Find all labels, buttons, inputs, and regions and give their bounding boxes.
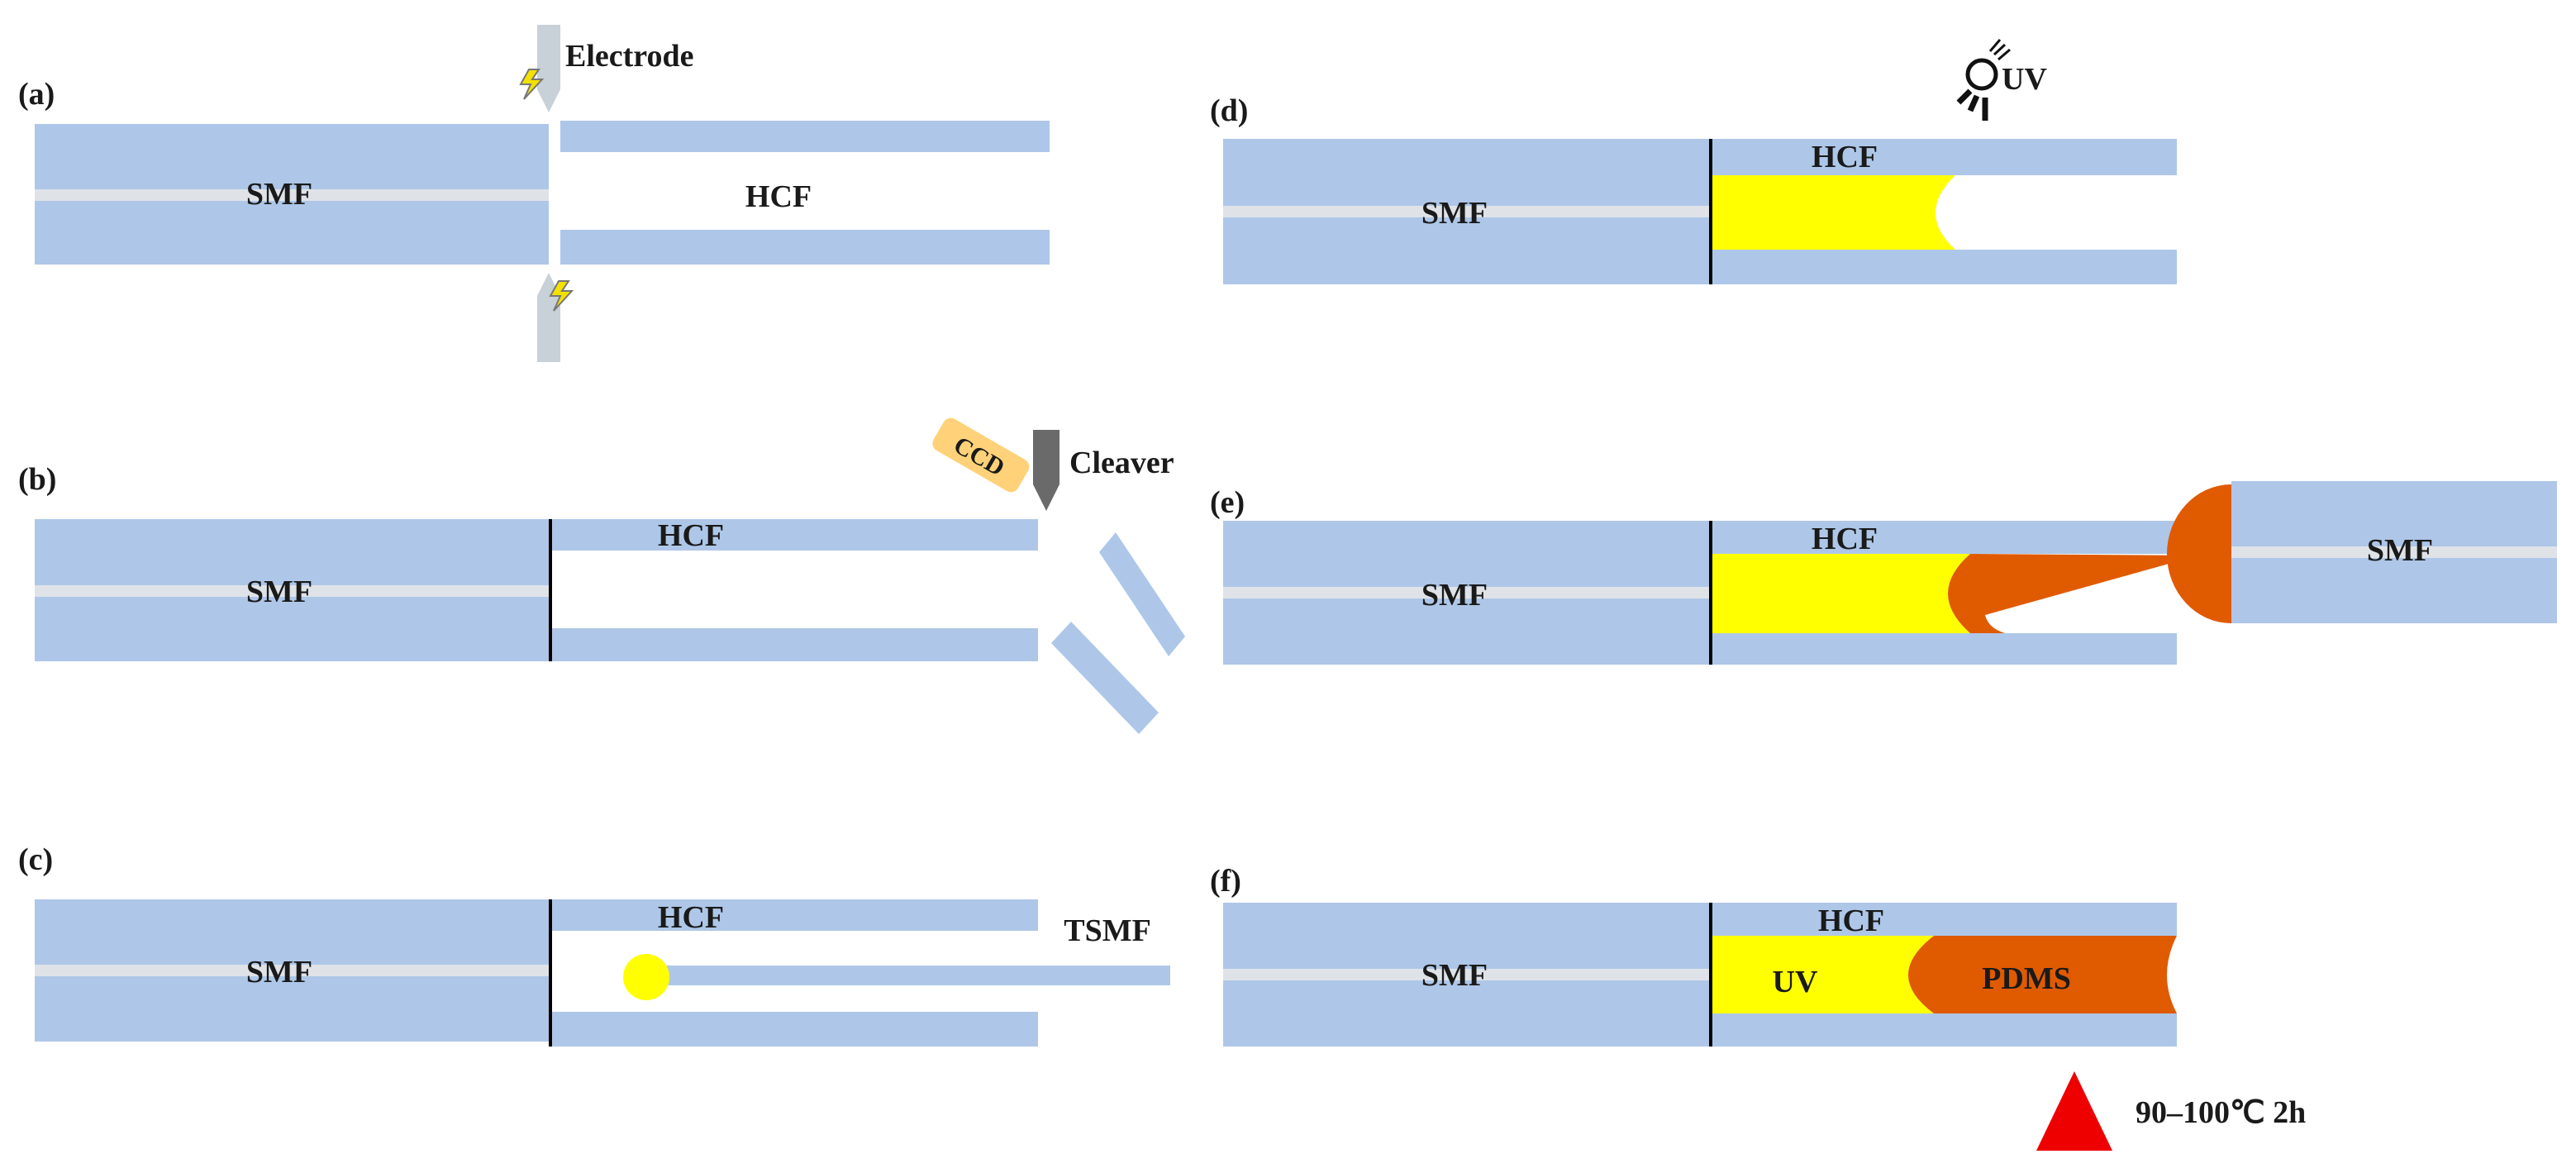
hcf-top-wall	[1711, 139, 2177, 175]
hcf-label: HCF	[1818, 904, 1884, 938]
uv-label: UV	[1773, 965, 1818, 999]
uv-glue-fill	[1711, 936, 1934, 1013]
hcf-label: HCF	[658, 900, 724, 935]
hcf-label: HCF	[745, 179, 812, 214]
uv-label: UV	[2002, 62, 2047, 97]
cleaved-fragment	[1099, 532, 1185, 656]
uv-glue-fill	[1711, 175, 1955, 250]
smf-label: SMF	[246, 177, 312, 212]
panel-f-tag: (f)	[1210, 864, 1241, 899]
smf-core	[35, 585, 550, 597]
cleaver-label: Cleaver	[1069, 446, 1174, 480]
top-electrode	[537, 25, 560, 112]
panel-f: (f) SMF HCF UV PDMS 90–100℃ 2h	[1210, 864, 2306, 1151]
cleaved-fragment	[1051, 622, 1159, 734]
hcf-bottom-wall	[560, 230, 1050, 265]
panel-b-tag: (b)	[18, 462, 56, 497]
lamp-ray	[1988, 39, 2002, 52]
hcf-label: HCF	[658, 518, 724, 553]
lamp-ray	[1956, 88, 1973, 105]
smf-core	[1223, 206, 1711, 217]
smf-label: SMF	[1421, 958, 1488, 993]
electrode-label: Electrode	[565, 39, 693, 74]
uv-glue-droplet	[623, 954, 669, 1000]
lamp-ray	[1997, 48, 2011, 61]
heat-triangle-icon	[2036, 1071, 2112, 1151]
uv-lamp-icon	[1956, 39, 2011, 121]
hcf-bottom-wall	[1711, 250, 2177, 284]
lamp-bulb	[1965, 58, 1998, 91]
hcf-top-wall	[550, 519, 1038, 551]
panel-e-tag: (e)	[1210, 485, 1245, 520]
hcf-bottom-wall	[1711, 633, 2177, 665]
hcf-top-wall	[550, 899, 1038, 931]
panel-c: (c) SMF HCF TSMF	[18, 842, 1170, 1047]
ccd-camera: CCD	[932, 417, 1030, 493]
smf-core	[1223, 587, 1711, 598]
heat-condition-label: 90–100℃ 2h	[2136, 1095, 2306, 1130]
panel-c-tag: (c)	[18, 842, 53, 877]
hcf-top-wall	[560, 121, 1050, 152]
hcf-top-wall	[1711, 521, 2177, 554]
lightning-icon	[519, 69, 545, 100]
pdms-droplet	[2167, 484, 2231, 623]
hcf-label: HCF	[1812, 522, 1878, 556]
lamp-ray	[1993, 43, 2007, 56]
smf-core	[35, 965, 550, 976]
smf-label: SMF	[1421, 578, 1488, 613]
smf-label: SMF	[246, 575, 312, 609]
tsmf-label: TSMF	[1064, 913, 1151, 948]
smf-right-label: SMF	[2367, 533, 2433, 568]
tsmf-fiber	[658, 966, 1170, 985]
hcf-bottom-wall	[550, 628, 1038, 661]
hcf-bottom-wall	[550, 1012, 1038, 1047]
smf-core	[1223, 969, 1711, 980]
smf-label: SMF	[246, 955, 312, 989]
panel-b: (b) SMF HCF CCD Cleaver	[18, 417, 1185, 734]
hcf-top-wall	[1711, 903, 2177, 936]
pdms-fill	[1908, 936, 2177, 1013]
ccd-body	[932, 417, 1030, 493]
panel-d: (d) SMF HCF UV	[1210, 39, 2177, 284]
smf-core	[35, 189, 549, 201]
smf-right-core	[2231, 546, 2557, 558]
uv-glue-fill	[1711, 554, 1970, 633]
panel-d-tag: (d)	[1210, 93, 1248, 128]
smf-label: SMF	[1421, 196, 1488, 231]
hcf-label: HCF	[1812, 140, 1878, 174]
panel-a-tag: (a)	[18, 77, 55, 112]
cleaver-blade	[1033, 430, 1059, 511]
lightning-icon	[549, 280, 574, 312]
pdms-label: PDMS	[1982, 961, 2071, 996]
panel-e: (e) SMF HCF SMF	[1210, 481, 2557, 665]
panel-a: (a) SMF HCF Electrode	[18, 25, 1050, 362]
lamp-ray	[1967, 94, 1980, 112]
pdms-stream	[1948, 554, 2198, 633]
hcf-bottom-wall	[1711, 1013, 2177, 1047]
